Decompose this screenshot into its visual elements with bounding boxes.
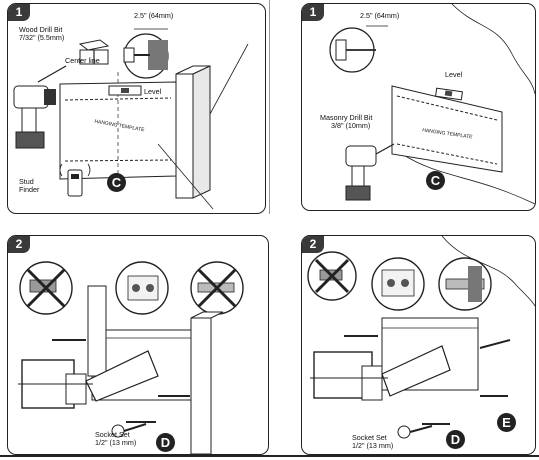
left-stud	[87, 285, 107, 377]
stud-finder-label-line1: Stud	[19, 177, 34, 186]
stud-finder-label-line2: Finder	[19, 185, 40, 194]
socket-set-label: Socket Set	[352, 433, 387, 442]
level-label: Level	[445, 70, 463, 79]
drill-bit-size-label: 3/8" (10mm)	[331, 121, 371, 130]
no-drill-circle	[307, 251, 357, 301]
center-line-label: Center line	[65, 56, 100, 65]
articulating-arm	[310, 345, 451, 401]
panel-wood-mount-install: 2	[7, 235, 269, 455]
bolt-detail-circle	[115, 261, 169, 315]
stud-finder-tool	[59, 163, 91, 197]
panel-masonry-drilling: 1 2.5" (64mm) Level Masonry Drill Bit 3/…	[301, 3, 536, 211]
wood-mount-diagram	[18, 261, 244, 454]
step-number-tab: 2	[302, 236, 324, 253]
part-c-badge: C	[426, 171, 445, 190]
panel-wood-stud-drilling: 1	[7, 3, 266, 214]
wood-stud-diagram	[13, 28, 249, 210]
right-stud	[190, 311, 224, 454]
center-line-block	[78, 39, 110, 65]
panel-divider	[269, 0, 270, 214]
masonry-mount-diagram	[307, 236, 535, 439]
part-e-badge: E	[497, 413, 516, 432]
power-drill	[13, 65, 67, 149]
level-tool	[435, 87, 463, 101]
socket-wrench	[397, 425, 433, 439]
level-tool	[108, 85, 142, 96]
bottom-rule	[0, 455, 539, 457]
drill-bit-detail	[123, 28, 169, 79]
lag-bolts	[52, 339, 190, 423]
step-number-tab: 1	[302, 4, 324, 21]
no-bolt-circle	[190, 261, 244, 315]
socket-size-label: 1/2" (13 mm)	[95, 438, 137, 447]
power-drill	[345, 143, 395, 201]
drill-bit-detail	[329, 25, 388, 73]
drill-bit-size-label: 7/32" (5.5mm)	[19, 33, 65, 42]
drill-bit-label: Wood Drill Bit	[19, 25, 63, 34]
no-drill-circle	[19, 261, 73, 315]
part-d-badge: D	[446, 430, 465, 449]
bolt-detail-circle	[371, 257, 425, 311]
part-d-badge: D	[156, 433, 175, 452]
measure-label: 2.5" (64mm)	[360, 11, 400, 20]
lag-bolts	[344, 335, 511, 425]
wall-stud	[157, 43, 249, 210]
masonry-diagram	[329, 4, 535, 205]
step-number-tab: 1	[8, 4, 30, 21]
panel-masonry-mount-install: 2	[301, 235, 536, 455]
socket-size-label: 1/2" (13 mm)	[352, 441, 394, 450]
hanging-template	[391, 85, 503, 173]
articulating-arm	[18, 350, 159, 409]
measure-label: 2.5" (64mm)	[134, 11, 174, 20]
part-c-badge: C	[107, 173, 126, 192]
step-number-tab: 2	[8, 236, 30, 253]
socket-wrench	[111, 423, 147, 438]
drill-bit-label: Masonry Drill Bit	[320, 113, 373, 122]
anchor-detail-circle	[438, 257, 492, 311]
level-label: Level	[144, 87, 162, 96]
socket-set-label: Socket Set	[95, 430, 130, 439]
